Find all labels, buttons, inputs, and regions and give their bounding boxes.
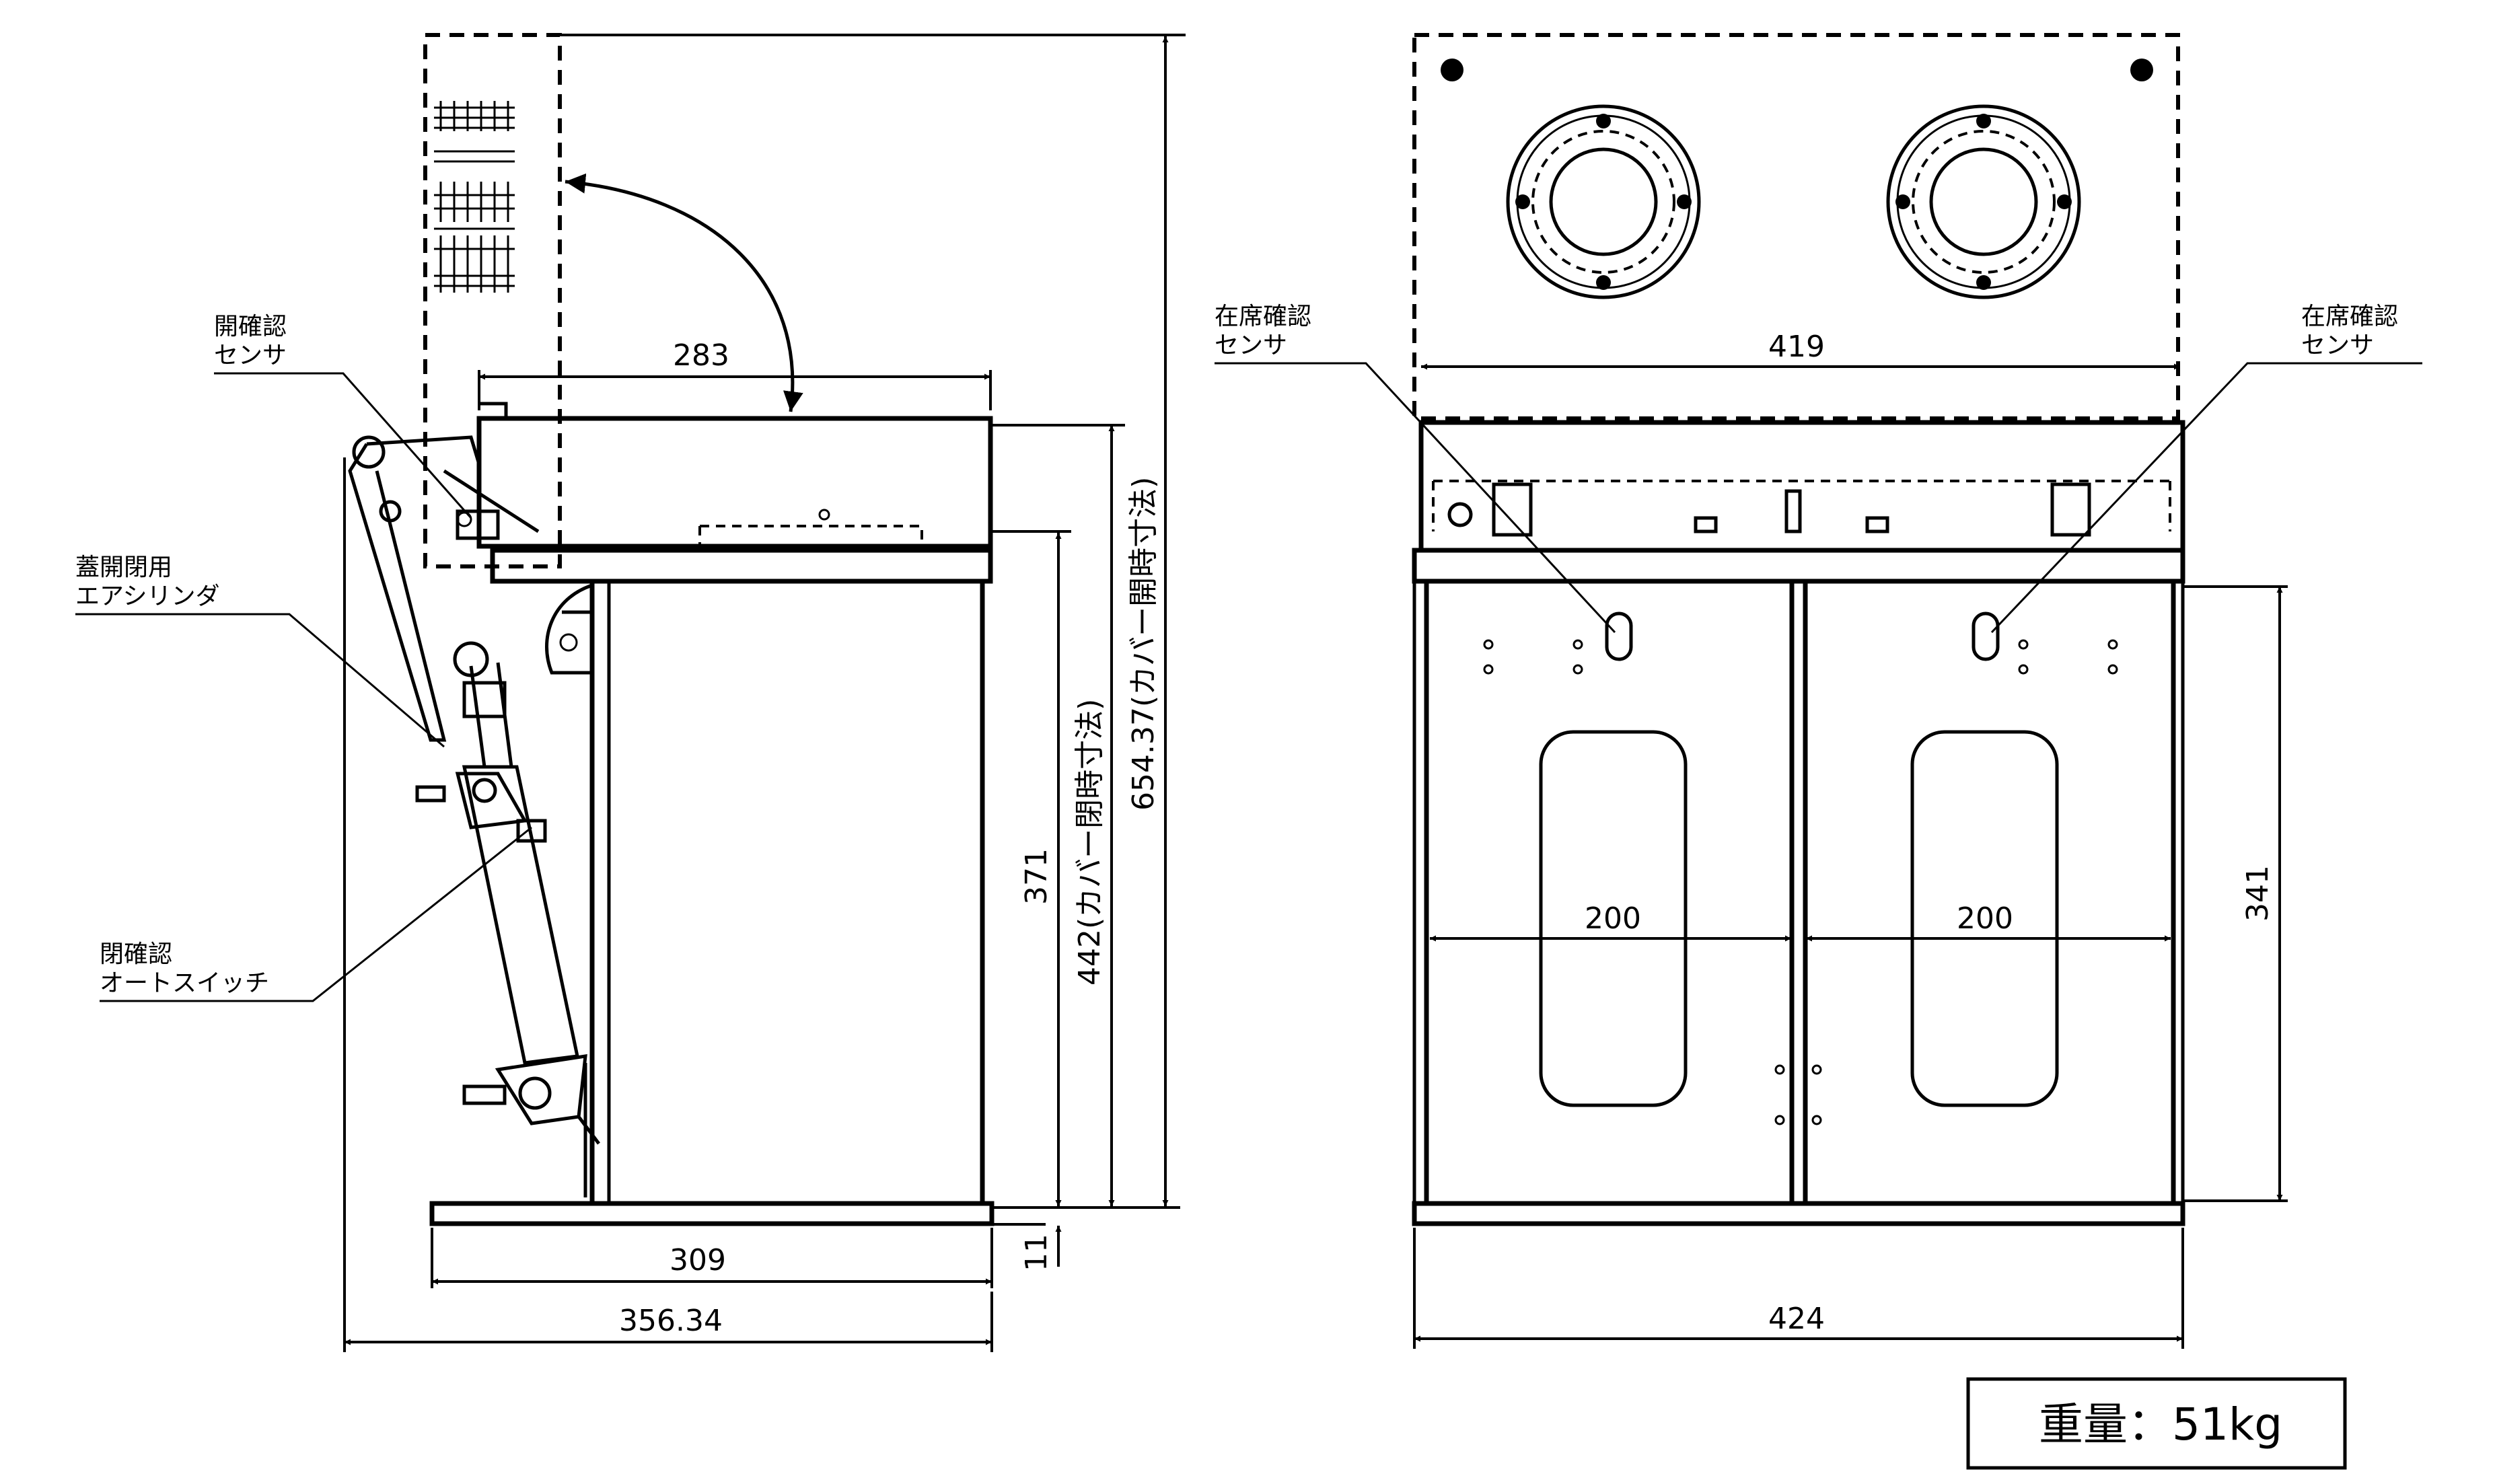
mounting-holes (1483, 639, 2118, 1125)
dim-height-open: 654.37(カバー開時寸法) (1126, 36, 1169, 1206)
front-body (1424, 579, 2176, 1206)
window-right (1910, 730, 2059, 1107)
label-air-cylinder-line1: 蓋開閉用 (75, 554, 172, 581)
seat-sensor-right (1972, 611, 2000, 661)
front-top-plate (1412, 548, 2185, 584)
dim-base-width: 309 (431, 1228, 993, 1288)
seat-sensor-left (1605, 611, 1633, 661)
front-cover-band (1418, 420, 2185, 553)
label-close-switch-line2: オートスイッチ (100, 969, 269, 997)
weight-label: 重量：51kg (2039, 1399, 2282, 1450)
label-air-cylinder-line2: エアシリンダ (75, 583, 220, 610)
front-base-plate (1412, 1201, 2185, 1226)
dim-cover-width-label: 419 (1768, 330, 1825, 364)
air-cylinder (415, 641, 600, 1145)
open-rotation-arrow (565, 173, 803, 412)
label-seat-sensor-left: 在席確認 センサ (1215, 303, 1616, 634)
label-close-switch-line1: 閉確認 (100, 940, 172, 968)
cover-internal-dashes (698, 525, 923, 546)
side-body (589, 579, 985, 1206)
label-seat-sensor-right-line2: センサ (2301, 332, 2374, 359)
weight-box: 重量：51kg (1966, 1377, 2347, 1470)
side-view: 283 309 356.34 371 442(カバー閉時寸法) 654. (75, 33, 1186, 1352)
dim-left-bay-label: 200 (1585, 901, 1641, 936)
seat-ring-right (1886, 104, 2081, 299)
dim-height-closed-label: 442(カバー閉時寸法) (1073, 699, 1107, 986)
dim-body-height: 371 (1019, 533, 1062, 1206)
label-seat-sensor-left-line2: センサ (1215, 332, 1287, 359)
window-left (1539, 730, 1688, 1107)
open-cover-outline (423, 33, 562, 568)
front-view: 419 200 200 341 424 在席確認 センサ 在席確認 センサ (1215, 33, 2422, 1349)
label-seat-sensor-left-line1: 在席確認 (1215, 303, 1311, 330)
side-handle (545, 583, 593, 675)
dim-front-overall-width-label: 424 (1768, 1302, 1825, 1336)
dim-height-open-label: 654.37(カバー開時寸法) (1126, 477, 1161, 811)
dim-right-bay: 200 (1806, 901, 2171, 942)
dim-front-body-height-label: 341 (2241, 865, 2275, 922)
dim-base-width-label: 309 (670, 1243, 726, 1277)
label-open-sensor-line2: センサ (214, 342, 287, 369)
dim-overall-width-label: 356.34 (619, 1304, 723, 1338)
dim-top-width: 283 (478, 338, 992, 410)
front-hinge-hardware (1447, 482, 2091, 537)
dim-height-closed: 442(カバー閉時寸法) (1073, 425, 1115, 1206)
dim-left-bay: 200 (1430, 901, 1791, 942)
dim-overall-width: 356.34 (343, 457, 993, 1352)
front-open-cover (1412, 33, 2180, 420)
seat-ring-left (1506, 104, 1701, 299)
dim-cover-width: 419 (1421, 330, 2180, 370)
closed-cover (476, 416, 993, 549)
dim-top-width-label: 283 (673, 338, 729, 373)
lid-arm (348, 435, 481, 742)
dim-base-height: 11 (1019, 1167, 1062, 1271)
label-air-cylinder: 蓋開閉用 エアシリンダ (75, 554, 445, 748)
dim-front-body-height: 341 (2183, 585, 2288, 1202)
label-seat-sensor-right: 在席確認 センサ (1990, 303, 2422, 634)
dim-right-bay-label: 200 (1957, 901, 2013, 936)
front-center-divider (1789, 581, 1808, 1203)
dim-body-height-label: 371 (1019, 848, 1054, 905)
dim-base-height-label: 11 (1019, 1234, 1054, 1271)
side-base-plate (429, 1201, 995, 1226)
side-top-plate (490, 548, 993, 584)
dim-front-overall-width: 424 (1413, 1228, 2184, 1349)
label-open-sensor-line1: 開確認 (214, 313, 287, 340)
label-open-sensor: 開確認 センサ (214, 313, 472, 519)
label-seat-sensor-right-line1: 在席確認 (2301, 303, 2398, 330)
cover-hardware (434, 101, 515, 293)
label-close-switch: 閉確認 オートスイッチ (100, 826, 532, 1002)
